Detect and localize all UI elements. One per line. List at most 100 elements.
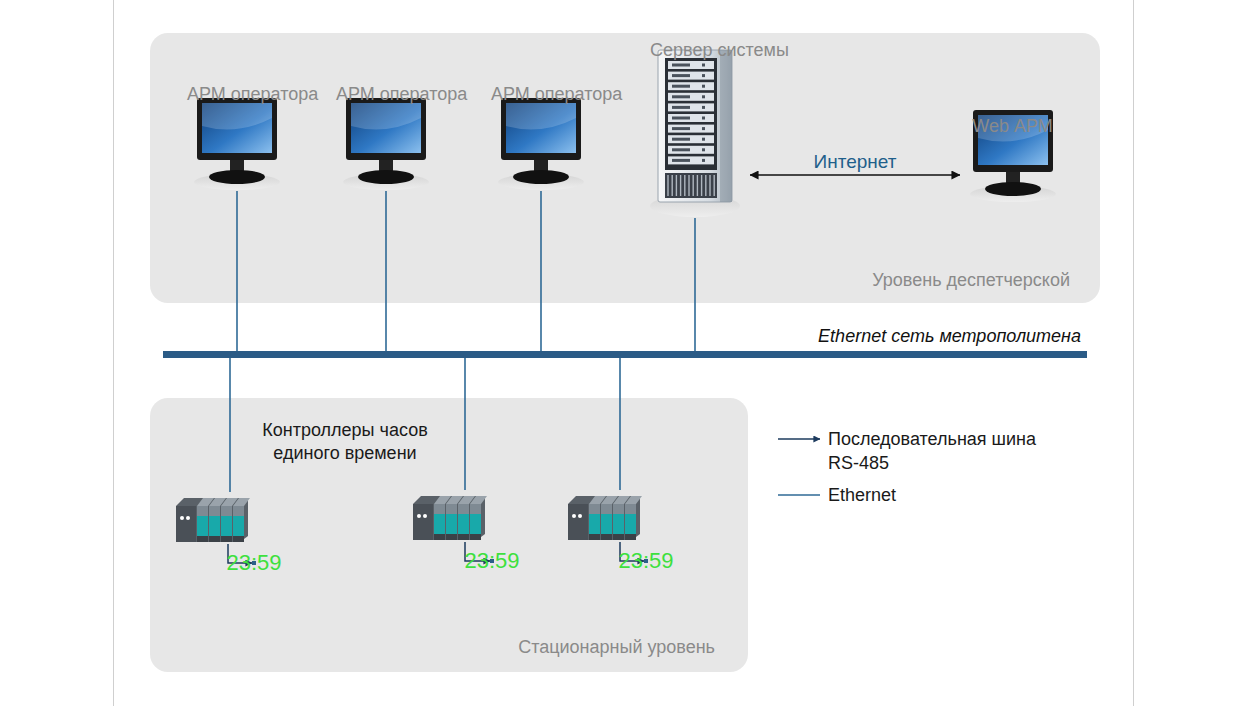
- legend-line-sample: [776, 486, 822, 504]
- controller-icon: [566, 490, 642, 542]
- vent-slot: [684, 175, 685, 196]
- node-label: 23:59: [460, 548, 523, 574]
- page-edge: [113, 0, 114, 706]
- controller-psu: [413, 504, 433, 540]
- drive-slot: [672, 74, 690, 77]
- monitor-base: [985, 182, 1041, 196]
- controller-psu: [176, 506, 196, 542]
- node-label: АРМ оператора: [491, 84, 591, 105]
- module-face: [601, 514, 612, 534]
- panel-layer: [150, 33, 1100, 672]
- module-head: [470, 504, 481, 514]
- legend: Последовательная шина RS-485Ethernet: [776, 427, 1068, 515]
- workstation: АРМ оператора: [177, 84, 297, 191]
- module-face: [434, 514, 445, 534]
- level-panel: Стационарный уровень23:5923:5923:59: [150, 398, 748, 672]
- monitor-frame: [197, 98, 277, 160]
- module-head: [625, 504, 636, 514]
- drive-bay: [668, 72, 714, 80]
- drive-slot: [672, 64, 690, 67]
- drive-led: [702, 148, 705, 151]
- legend-text: Ethernet: [828, 483, 1068, 507]
- drive-slot: [672, 127, 690, 130]
- controller-psu: [568, 504, 588, 540]
- module-head: [233, 506, 244, 516]
- module-head: [197, 506, 208, 516]
- module-foot: [458, 534, 469, 540]
- ethernet-link: [236, 191, 238, 351]
- drive-slot: [672, 138, 690, 141]
- controller-icon: [411, 490, 487, 542]
- monitor-screen: [506, 103, 576, 153]
- module-face: [458, 514, 469, 534]
- module-foot: [446, 534, 457, 540]
- controller-led: [572, 514, 576, 518]
- module-foot: [601, 534, 612, 540]
- vent-slot: [714, 175, 715, 196]
- module-top: [233, 498, 250, 506]
- monitor-frame: [346, 98, 426, 160]
- drive-led: [702, 74, 705, 77]
- workstation: АРМ оператора: [481, 84, 601, 191]
- monitor-screen: [202, 103, 272, 153]
- server-front: [665, 58, 717, 170]
- module-foot: [470, 534, 481, 540]
- controller-led: [417, 514, 421, 518]
- ethernet-link: [694, 218, 696, 351]
- drive-bay: [668, 135, 714, 143]
- clock-display: 23:59: [252, 561, 256, 565]
- module-face: [233, 516, 244, 536]
- legend-text: Последовательная шина RS-485: [828, 427, 1068, 475]
- vent-slot: [697, 175, 698, 196]
- module-top: [470, 496, 487, 504]
- controller-led: [578, 514, 582, 518]
- drive-slot: [672, 159, 690, 162]
- module-foot: [589, 534, 600, 540]
- vent-slot: [709, 175, 710, 196]
- monitor-icon: [496, 96, 586, 191]
- web-workstation: Web АРМ: [960, 108, 1065, 203]
- node-label: 23:59: [222, 550, 285, 576]
- workstation: АРМ оператора: [326, 84, 446, 191]
- module-face: [625, 514, 636, 534]
- legend-item: Ethernet: [776, 483, 1068, 507]
- drive-bay: [668, 61, 714, 69]
- node-label: Web АРМ: [972, 116, 1053, 137]
- drive-bay: [668, 93, 714, 101]
- group-label: Контроллеры часов единого времени: [245, 419, 445, 465]
- drive-bay: [668, 103, 714, 111]
- legend-stroke: [778, 438, 820, 440]
- module-head: [589, 504, 600, 514]
- module-foot: [221, 536, 232, 542]
- node-label: АРМ оператора: [336, 84, 436, 105]
- drive-bay: [668, 156, 714, 164]
- legend-stroke: [778, 494, 820, 496]
- drive-bay: [668, 114, 714, 122]
- vent-slot: [701, 175, 702, 196]
- monitor-frame: [501, 98, 581, 160]
- node-label: Уровень деспетчерской: [872, 270, 1070, 291]
- module-head: [458, 504, 469, 514]
- node-label: АРМ оператора: [187, 84, 287, 105]
- edge-label: Интернет: [814, 151, 897, 173]
- node-label: Стационарный уровень: [518, 637, 715, 658]
- module-foot: [197, 536, 208, 542]
- server-vent: [665, 173, 717, 198]
- module-face: [197, 516, 208, 536]
- controller-led: [186, 516, 190, 520]
- module-face: [209, 516, 220, 536]
- controller-led: [423, 514, 427, 518]
- module-face: [470, 514, 481, 534]
- server-icon: [650, 46, 740, 218]
- module-face: [446, 514, 457, 534]
- module-top: [625, 496, 642, 504]
- monitor-base: [209, 170, 265, 184]
- server: Сервер системы: [640, 40, 750, 218]
- ethernet-link: [540, 191, 542, 351]
- module-foot: [613, 534, 624, 540]
- vent-slot: [680, 175, 681, 196]
- drive-bay: [668, 82, 714, 90]
- node-label: Ethernet сеть метрополитена: [818, 326, 1081, 347]
- drive-led: [702, 138, 705, 141]
- vent-slot: [672, 175, 673, 196]
